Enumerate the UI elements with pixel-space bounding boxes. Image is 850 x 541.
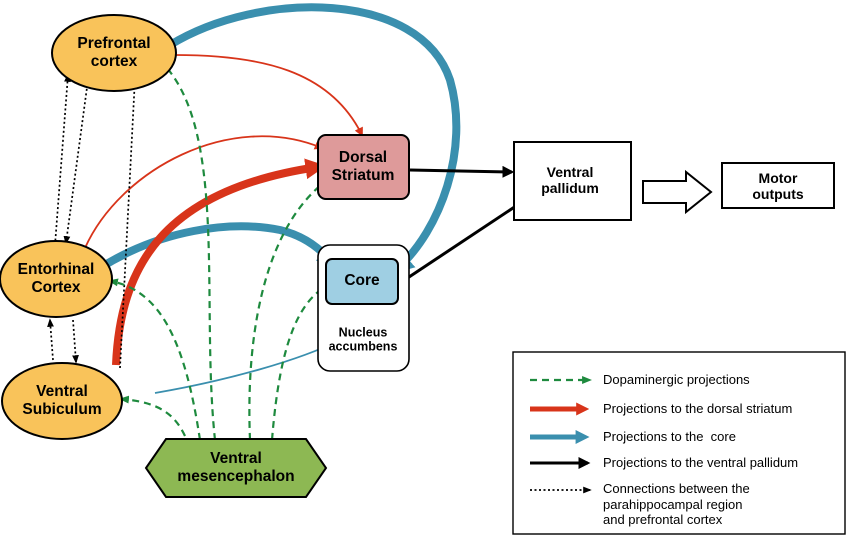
red-projection-prefrontal-to-striatum — [174, 54, 363, 137]
blue-projection-prefrontal-to-core — [167, 3, 461, 275]
entorhinal-cortex-label: Entorhinal Cortex — [17, 261, 95, 296]
red-projection-subiculum-to-striatum — [112, 158, 327, 366]
ventral-mesencephalon-node — [144, 438, 328, 498]
output-arrow — [642, 169, 713, 215]
motor-outputs-label: Motor outputs — [752, 169, 804, 202]
core-label: Core — [344, 272, 380, 290]
ventral-subiculum-node — [1, 362, 123, 440]
legend-dopaminergic-label: Dopaminergic projections — [603, 372, 750, 387]
legend-ventral-pallidum-label: Projections to the ventral pallidum — [603, 455, 799, 470]
legend-box — [512, 351, 846, 535]
blue-projection-entorhinal-to-core — [97, 222, 339, 272]
motor-outputs-node — [721, 162, 835, 209]
dorsal-striatum-label: Dorsal Striatum — [331, 149, 395, 184]
dotted-connections — [47, 73, 139, 369]
legend-connections-label: Connections between the parahippocampal … — [603, 481, 750, 528]
black-projection-striatum-to-pallidum — [409, 165, 515, 178]
ventral-subiculum-label: Ventral Subiculum — [22, 383, 102, 418]
dorsal-striatum-node — [317, 134, 410, 200]
core-node — [325, 258, 399, 305]
black-projection-core-to-pallidum — [396, 196, 530, 287]
legend-dorsal-striatum-label: Projections to the dorsal striatum — [603, 401, 793, 416]
ventral-mesencephalon-label: Ventral mesencephalon — [177, 450, 295, 485]
nucleus-accumbens-label: Nucleus accumbens — [328, 325, 398, 354]
ventral-pallidum-label: Ventral pallidum — [541, 163, 599, 196]
ventral-pallidum-node — [513, 141, 632, 221]
prefrontal-cortex-label: Prefrontal cortex — [77, 35, 151, 70]
red-projection-entorhinal-to-striatum — [84, 135, 324, 249]
entorhinal-cortex-node — [0, 240, 113, 318]
legend-core-label: Projections to the core — [603, 429, 736, 444]
prefrontal-cortex-node — [51, 14, 177, 92]
